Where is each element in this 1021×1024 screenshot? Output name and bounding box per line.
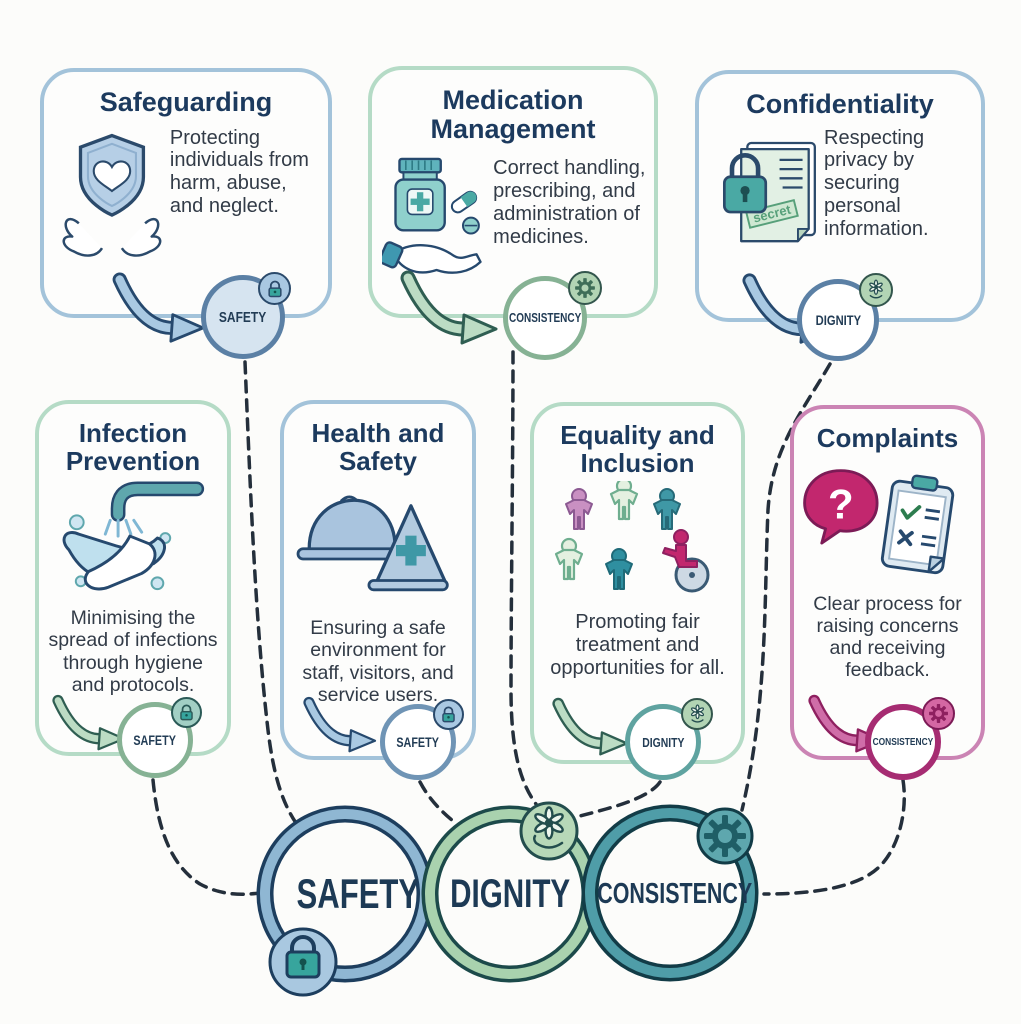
card-description: Clear process for raising concerns and r… <box>813 592 962 682</box>
card-equality-and-inclusion: Equality and Inclusion <box>530 402 745 764</box>
handwashing-icon <box>62 481 205 591</box>
connector-medication-to-dignity-ring <box>509 350 538 806</box>
ring-label-dignity: DIGNITY <box>449 872 571 916</box>
wheelchair-user <box>662 529 710 593</box>
connector-complaints-to-consistency-ring <box>762 778 906 896</box>
card-title: Safeguarding <box>99 87 273 117</box>
card-title: Health and Safety <box>311 418 445 476</box>
connector-infection-to-safety-ring <box>151 778 262 896</box>
badge-dignity: DIGNITY <box>797 279 879 361</box>
lock-icon <box>258 272 291 305</box>
curved-arrow-icon <box>303 696 377 753</box>
medicine-bottle-hand-icon <box>382 157 482 275</box>
card-medication-management: Medication Management <box>368 66 658 318</box>
gear-icon <box>696 807 754 865</box>
card-description: Promoting fair treatment and opportuniti… <box>550 611 725 679</box>
padlock-document-icon: secret <box>722 141 816 242</box>
badge-consistency: CONSISTENCY <box>503 276 587 360</box>
lock-icon <box>433 699 464 730</box>
card-description: Respecting privacy by securing personal … <box>824 126 929 240</box>
card-complaints: Complaints ? Clear process for raising c… <box>790 405 985 760</box>
flower-hand-icon <box>681 698 713 730</box>
lock-icon <box>171 697 202 728</box>
curved-arrow-icon <box>552 697 629 756</box>
people-circle-icon <box>554 481 710 593</box>
gear-icon <box>922 697 955 730</box>
ring-label-consistency: CONSISTENCY <box>597 878 753 910</box>
card-description: Correct handling, prescribing, and admin… <box>493 157 646 248</box>
curved-arrow-icon <box>400 270 498 345</box>
gear-icon <box>568 271 602 305</box>
card-title: Medication Management <box>430 85 596 144</box>
consistency-ring <box>581 804 759 982</box>
card-title: Equality and Inclusion <box>560 420 715 478</box>
curved-arrow-icon <box>112 272 205 343</box>
connector-health-to-safety-ring <box>418 780 455 823</box>
lock-icon <box>268 927 338 997</box>
card-title: Confidentiality <box>746 89 934 119</box>
card-title: Complaints <box>816 423 959 453</box>
flower-hand-icon <box>859 273 893 307</box>
card-description: Minimising the spread of infections thro… <box>48 607 218 696</box>
card-safeguarding: Safeguarding Protecting individuals from… <box>40 68 332 318</box>
question-clipboard-icon: ? <box>803 468 955 574</box>
card-infection-prevention: Infection Prevention Minimising the spre… <box>35 400 231 756</box>
flower-hand-icon <box>519 801 579 861</box>
connector-safeguarding-to-safety-ring <box>243 360 300 828</box>
badge-safety: SAFETY <box>201 275 285 359</box>
card-description: Protecting individuals from harm, abuse,… <box>169 126 309 217</box>
ring-label-safety: SAFETY <box>296 870 420 917</box>
connector-equality-to-dignity-ring <box>570 780 662 820</box>
curved-arrow-icon <box>52 694 126 751</box>
hardhat-cone-icon <box>296 495 449 592</box>
card-description: Ensuring a safe environment for staff, v… <box>302 617 454 706</box>
question-mark: ? <box>828 480 854 527</box>
card-title: Infection Prevention <box>65 418 201 476</box>
shield-heart-hands-icon <box>62 133 162 257</box>
